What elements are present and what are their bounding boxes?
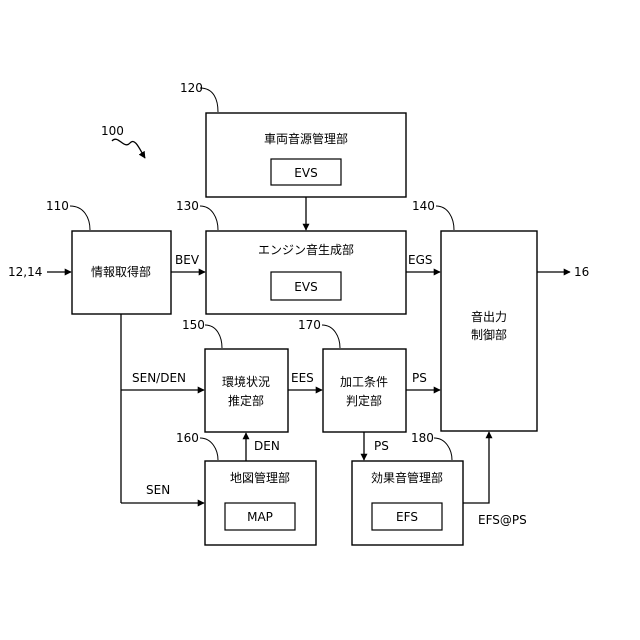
den-label: DEN — [254, 439, 280, 453]
sound-output-ctrl-label-line1: 音出力 — [471, 309, 507, 324]
input-signal-label: 12,14 — [8, 265, 42, 279]
leader-150 — [205, 325, 222, 348]
ref-130: 130 — [176, 199, 199, 213]
info-acquisition-label: 情報取得部 — [91, 264, 151, 279]
figure-ref-number: 100 — [101, 124, 124, 138]
evs-subbox-top-label: EVS — [294, 166, 317, 180]
evs-subbox-engine-label: EVS — [294, 280, 317, 294]
vehicle-sound-source-mgmt-label: 車両音源管理部 — [264, 131, 348, 146]
env-estimation-label-line2: 推定部 — [228, 393, 264, 408]
ees-label: EES — [291, 371, 314, 385]
egs-label: EGS — [408, 253, 433, 267]
ref-150: 150 — [182, 318, 205, 332]
leader-170 — [322, 325, 340, 348]
processing-judge-label-line1: 加工条件 — [340, 375, 388, 389]
ref-120: 120 — [180, 81, 203, 95]
ref-180: 180 — [411, 431, 434, 445]
leader-110 — [70, 206, 90, 230]
ref-110: 110 — [46, 199, 69, 213]
sen-label: SEN — [146, 483, 170, 497]
sound-output-ctrl-label-line2: 制御部 — [471, 327, 507, 342]
ps-down-label: PS — [374, 439, 389, 453]
leader-140 — [436, 206, 454, 230]
output-signal-label: 16 — [574, 265, 589, 279]
env-estimation-block — [205, 349, 288, 432]
efs-ps-label: EFS@PS — [478, 513, 527, 527]
env-estimation-label-line1: 環境状況 — [222, 374, 270, 389]
processing-judge-block — [323, 349, 406, 432]
efs-subbox-label: EFS — [396, 510, 418, 524]
processing-judge-label-line2: 判定部 — [346, 393, 382, 408]
leader-180 — [434, 438, 452, 460]
figure-ref-squiggle — [112, 139, 145, 158]
leader-130 — [200, 206, 218, 230]
sen-den-label: SEN/DEN — [132, 371, 186, 385]
leader-160 — [200, 438, 218, 460]
map-subbox-label: MAP — [247, 510, 273, 524]
effect-sound-mgmt-label: 効果音管理部 — [371, 470, 443, 485]
ref-140: 140 — [412, 199, 435, 213]
bev-label: BEV — [175, 253, 200, 267]
ref-170: 170 — [298, 318, 321, 332]
arrow-efs-ps — [463, 432, 489, 503]
ref-160: 160 — [176, 431, 199, 445]
ps-right-label: PS — [412, 371, 427, 385]
map-mgmt-label: 地図管理部 — [230, 470, 290, 485]
engine-sound-gen-label: エンジン音生成部 — [258, 242, 354, 257]
